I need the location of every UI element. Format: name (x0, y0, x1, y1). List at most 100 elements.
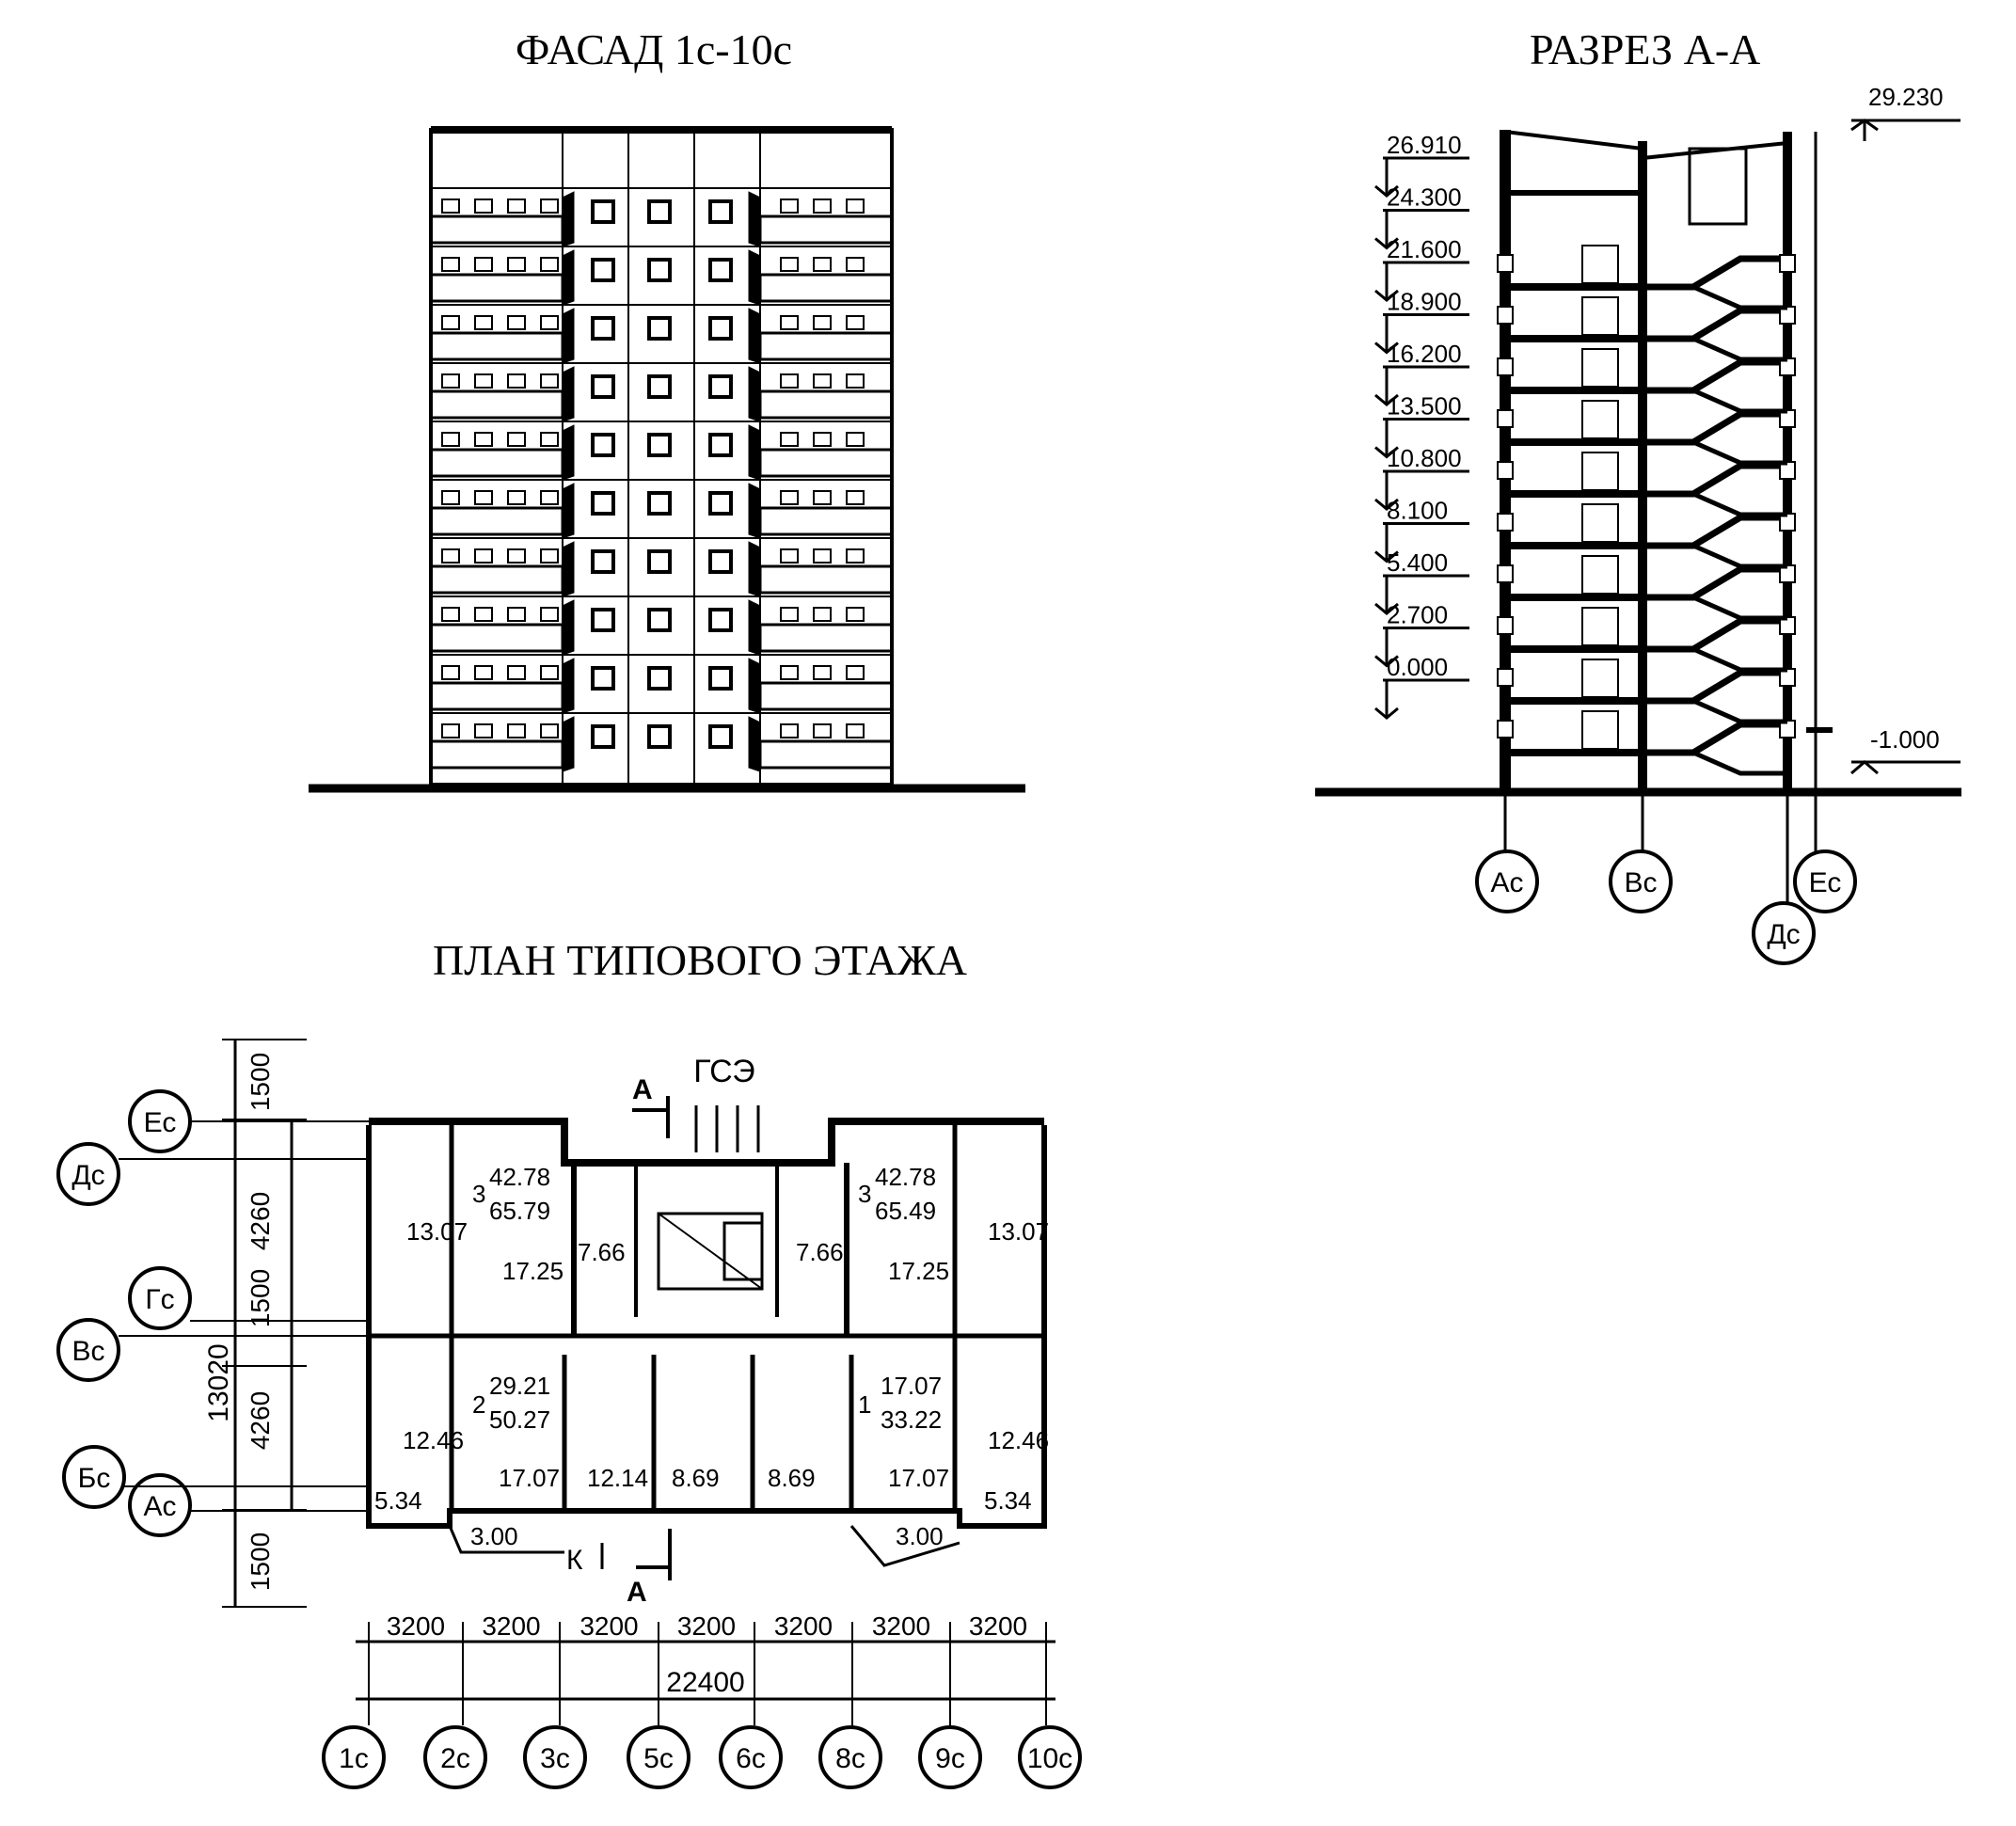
facade-window-small (780, 198, 799, 214)
facade-window-small (846, 665, 865, 680)
facade-window-small (474, 723, 493, 738)
facade-window-small (507, 607, 526, 622)
facade-window-small (540, 548, 559, 564)
facade-balcony-side-left (562, 424, 575, 481)
facade-window-small (540, 607, 559, 622)
facade-window (647, 666, 672, 691)
room-area-766a: 7.66 (578, 1238, 626, 1266)
facade-window-small (474, 665, 493, 680)
section-level-mark: 26.910 (1387, 131, 1462, 159)
room-label-3a: 3 (472, 1180, 485, 1208)
facade-window (708, 666, 733, 691)
facade-window (708, 608, 733, 632)
section-axis-d-bubble (1752, 901, 1816, 965)
section-window (1497, 616, 1514, 635)
room-area-a1: 42.78 (489, 1163, 550, 1191)
section-axis-d: Дс (1767, 919, 1800, 950)
facade-window-small (441, 373, 460, 389)
facade-balcony-left (429, 331, 564, 361)
section-level-mark: 10.800 (1387, 444, 1462, 472)
facade-window-small (507, 665, 526, 680)
section-window (1779, 254, 1796, 273)
section-stair-flight (1691, 595, 1787, 621)
section-window (1497, 513, 1514, 532)
section-drawing: 26.91024.30021.60018.90016.20013.50010.8… (1315, 83, 1961, 965)
section-stair-flight (1643, 617, 1787, 653)
plan-span-dim: 3200 (387, 1612, 445, 1641)
facade-window-small (540, 315, 559, 330)
facade-window-small (846, 257, 865, 272)
facade-window-small (474, 548, 493, 564)
plan-column-axis: 6с (736, 1743, 766, 1774)
room-area-300a: 3.00 (470, 1522, 518, 1550)
facade-window-small (474, 373, 493, 389)
plan-column-axis-bubble (423, 1725, 487, 1789)
facade-drawing (309, 126, 1025, 793)
room-area-b1b: 50.27 (489, 1405, 550, 1434)
plan-column-axis-bubble (719, 1725, 783, 1789)
facade-window-small (507, 373, 526, 389)
section-stair-flight (1691, 646, 1787, 673)
facade-window-small (507, 257, 526, 272)
section-level-mark: 5.400 (1387, 548, 1448, 577)
facade-window-small (813, 665, 832, 680)
section-stair-flight (1643, 307, 1787, 342)
plan-row-axis-bubble (56, 1318, 120, 1382)
room-area-a2: 42.78 (875, 1163, 936, 1191)
section-stair-flight (1691, 388, 1787, 414)
facade-window-small (846, 373, 865, 389)
facade-balcony-right (758, 623, 894, 653)
facade-balcony-right (758, 681, 894, 711)
facade-window-small (813, 315, 832, 330)
section-stair-flight (1643, 514, 1787, 549)
facade-balcony-side-right (748, 249, 761, 306)
facade-window (708, 433, 733, 457)
facade-window-small (813, 257, 832, 272)
plan-span-dim: 3200 (774, 1612, 833, 1641)
facade-window (708, 316, 733, 341)
section-stair-flight (1691, 491, 1787, 517)
section-door (1581, 245, 1619, 284)
plan-column-axis: 10с (1027, 1743, 1072, 1774)
facade-window (647, 608, 672, 632)
facade-window (591, 608, 615, 632)
plan-drawing: ГСЭ А А К 3 42.78 65.79 3 42.78 65.49 13… (56, 1039, 1082, 1789)
section-window (1497, 306, 1514, 325)
facade-window-small (813, 198, 832, 214)
room-area-c1: 17.07 (881, 1372, 942, 1400)
facade-window (708, 549, 733, 574)
facade-balcony-left (429, 623, 564, 653)
facade-balcony-side-left (562, 483, 575, 539)
room-area-1307b: 13.07 (988, 1217, 1049, 1246)
facade-window (591, 666, 615, 691)
plan-span-dim: 3200 (482, 1612, 540, 1641)
plan-vertical-dim: 4260 (246, 1192, 275, 1250)
facade-window-small (540, 257, 559, 272)
facade-balcony-right (758, 389, 894, 420)
section-door (1581, 348, 1619, 388)
section-level-marks: 26.91024.30021.60018.90016.20013.50010.8… (1374, 131, 1469, 720)
facade-window-small (474, 432, 493, 447)
plan-column-axis: 5с (643, 1743, 674, 1774)
room-label-1: 1 (858, 1390, 871, 1419)
section-window (1497, 564, 1514, 583)
facade-balcony-left (429, 681, 564, 711)
plan-title: ПЛАН ТИПОВОГО ЭТАЖА (433, 936, 968, 984)
facade-balcony-side-right (748, 191, 761, 247)
facade-window-small (540, 432, 559, 447)
facade-window (591, 433, 615, 457)
facade-balcony-left (429, 214, 564, 245)
facade-window (591, 316, 615, 341)
section-level-mark: 24.300 (1387, 183, 1462, 212)
plan-row-axis-bubble (62, 1445, 126, 1509)
facade-window-small (441, 432, 460, 447)
facade-window-small (441, 723, 460, 738)
facade-window (647, 199, 672, 224)
plan-vertical-dim: 1500 (246, 1053, 275, 1111)
facade-balcony-side-left (562, 599, 575, 656)
section-stair-flight (1691, 698, 1787, 724)
facade-window-small (474, 257, 493, 272)
plan-column-axis-bubble (818, 1725, 882, 1789)
facade-window-small (540, 723, 559, 738)
